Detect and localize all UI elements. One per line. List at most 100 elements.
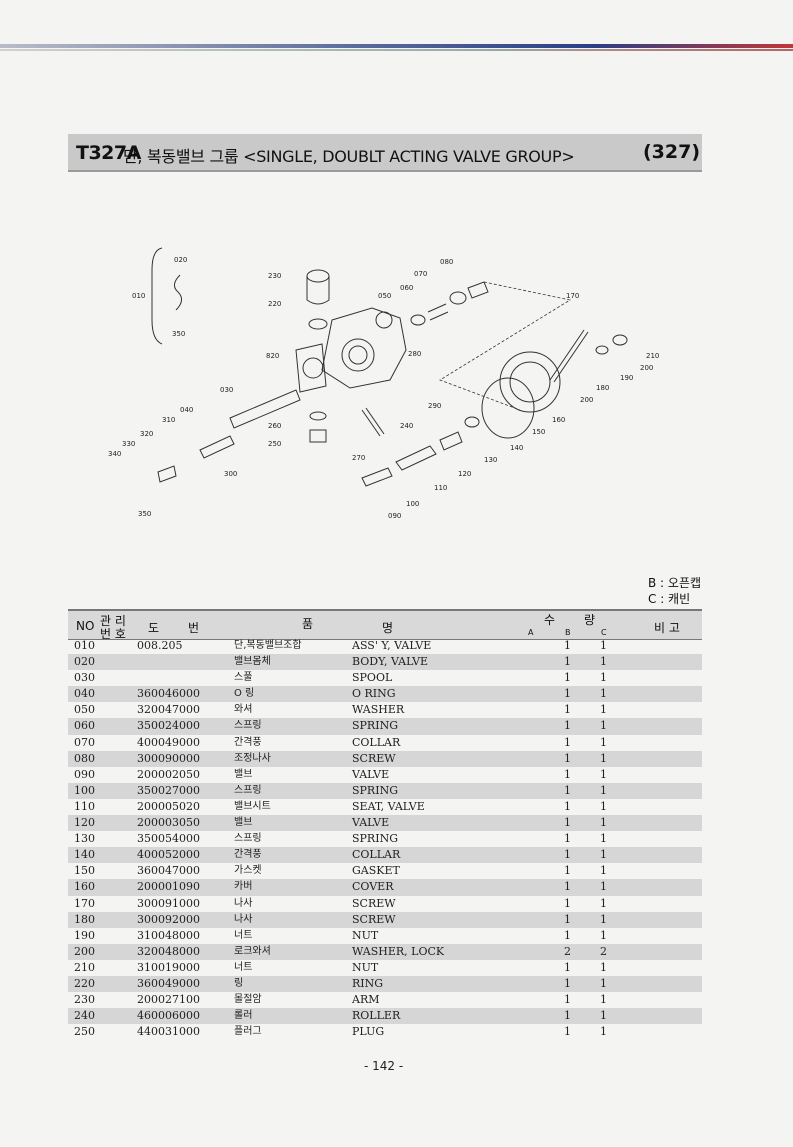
row-name-en: SPRING: [352, 719, 398, 733]
row-qty-b: 1: [564, 912, 571, 926]
row-name-kr: 단,복동밸브조합: [234, 640, 302, 651]
row-qty-b: 1: [564, 1009, 571, 1023]
row-name-kr: 밸브: [234, 817, 253, 829]
row-no: 020: [74, 655, 95, 669]
callout-label: 310: [162, 416, 175, 424]
row-qty-c: 1: [600, 735, 607, 749]
row-name-en: RING: [352, 976, 384, 990]
row-no: 120: [74, 816, 95, 830]
row-name-kr: 간격풍: [234, 849, 262, 861]
legend-b: B : 오픈캡: [648, 576, 702, 590]
row-no: 230: [74, 993, 95, 1007]
group-code: T327A: [76, 142, 141, 164]
row-name-kr: O 링: [234, 688, 255, 700]
row-no: 010: [74, 639, 95, 652]
row-drawing-no: 360047000: [137, 864, 200, 878]
callout-label: 020: [174, 256, 187, 264]
row-qty-c: 1: [600, 976, 607, 990]
callout-label: 300: [224, 470, 237, 478]
callout-label: 080: [440, 258, 453, 266]
row-drawing-no: 310048000: [137, 928, 200, 942]
row-name-en: WASHER: [352, 703, 405, 717]
row-name-en: NUT: [352, 928, 379, 942]
row-name-kr: 간격풍: [234, 736, 262, 748]
callout-label: 320: [140, 430, 153, 438]
row-name-en: WASHER, LOCK: [352, 944, 445, 958]
callout-label: 220: [268, 300, 281, 308]
callout-label: 050: [378, 292, 391, 300]
row-qty-c: 1: [600, 896, 607, 910]
callout-label: 160: [552, 416, 565, 424]
col-c: C: [601, 628, 607, 637]
row-drawing-no: 460006000: [137, 1009, 200, 1023]
row-name-en: VALVE: [352, 816, 390, 830]
row-name-kr: 밸브몸체: [234, 656, 271, 668]
row-drawing-no: 300091000: [137, 896, 200, 910]
group-page-ref: (327): [643, 141, 701, 163]
col-drawing-2: 번: [188, 621, 200, 635]
row-qty-b: 1: [564, 735, 571, 749]
row-name-en: ROLLER: [352, 1009, 401, 1023]
row-qty-c: 1: [600, 719, 607, 733]
row-name-kr: 스프링: [234, 720, 262, 732]
row-name-kr: 로크와셔: [234, 945, 271, 957]
row-name-en: NUT: [352, 960, 379, 974]
callout-label: 340: [108, 450, 121, 458]
callout-label: 350: [172, 330, 185, 338]
callout-label: 140: [510, 444, 523, 452]
row-name-en: SEAT, VALVE: [352, 799, 425, 813]
row-qty-c: 1: [600, 912, 607, 926]
row-drawing-no: 360046000: [137, 687, 200, 701]
header-stripe-thin: [0, 49, 793, 51]
row-name-kr: 와셔: [234, 704, 253, 716]
row-drawing-no: 350027000: [137, 783, 200, 797]
callout-label: 130: [484, 456, 497, 464]
row-name-kr: 조정나사: [234, 752, 271, 764]
row-qty-c: 1: [600, 767, 607, 781]
callout-label: 260: [268, 422, 281, 430]
row-no: 150: [74, 864, 95, 878]
callout-label: 270: [352, 454, 365, 462]
row-qty-b: 1: [564, 671, 571, 685]
callout-label: 190: [620, 374, 633, 382]
row-name-en: GASKET: [352, 864, 400, 878]
callout-label: 330: [122, 440, 135, 448]
row-qty-b: 1: [564, 993, 571, 1007]
row-drawing-no: 300092000: [137, 912, 200, 926]
row-drawing-no: 310019000: [137, 960, 200, 974]
title-band: [68, 134, 702, 172]
row-name-kr: 너트: [234, 929, 253, 941]
row-drawing-no: 350024000: [137, 719, 200, 733]
row-name-en: SCREW: [352, 896, 396, 910]
row-qty-b: 1: [564, 976, 571, 990]
row-name-en: ARM: [352, 993, 380, 1007]
row-name-kr: 링: [234, 977, 244, 989]
row-name-kr: 스프링: [234, 784, 262, 796]
row-drawing-no: 400052000: [137, 848, 200, 862]
row-qty-c: 1: [600, 848, 607, 862]
row-qty-b: 1: [564, 832, 571, 846]
row-no: 190: [74, 928, 95, 942]
row-no: 240: [74, 1009, 95, 1023]
row-name-kr: 스프링: [234, 833, 262, 845]
row-no: 080: [74, 751, 95, 765]
callout-label: 280: [408, 350, 421, 358]
row-name-kr: 스풀: [234, 672, 253, 684]
callout-label: 110: [434, 484, 447, 492]
row-qty-b: 1: [564, 1025, 571, 1039]
row-drawing-no: 360049000: [137, 976, 200, 990]
row-no: 110: [74, 799, 95, 813]
